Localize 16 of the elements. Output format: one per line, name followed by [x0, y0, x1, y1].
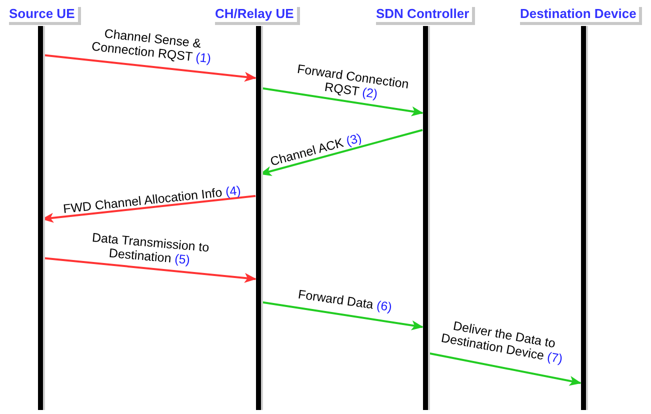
edge-label: Data Transmission to Destination (5)	[90, 230, 211, 270]
lifeline	[580, 26, 586, 410]
lifeline	[256, 26, 260, 410]
lifeline	[422, 26, 428, 410]
edge-label: Forward Connection RQST (2)	[295, 60, 411, 104]
arrow	[42, 54, 256, 82]
edge-label: Channel Sense & Connection RQST (1)	[90, 26, 213, 68]
arrow	[427, 352, 582, 386]
edge-label: Forward Data (6)	[296, 286, 394, 316]
lifeline	[38, 26, 42, 410]
arrow	[260, 301, 424, 330]
arrow	[260, 87, 424, 116]
arrow	[42, 257, 256, 283]
edge-label: Channel ACK (3)	[268, 130, 364, 171]
edge-label: FWD Channel Allocation Info (4)	[61, 182, 242, 218]
edge-label: Deliver the Data to Destination Device (7)	[439, 318, 565, 368]
